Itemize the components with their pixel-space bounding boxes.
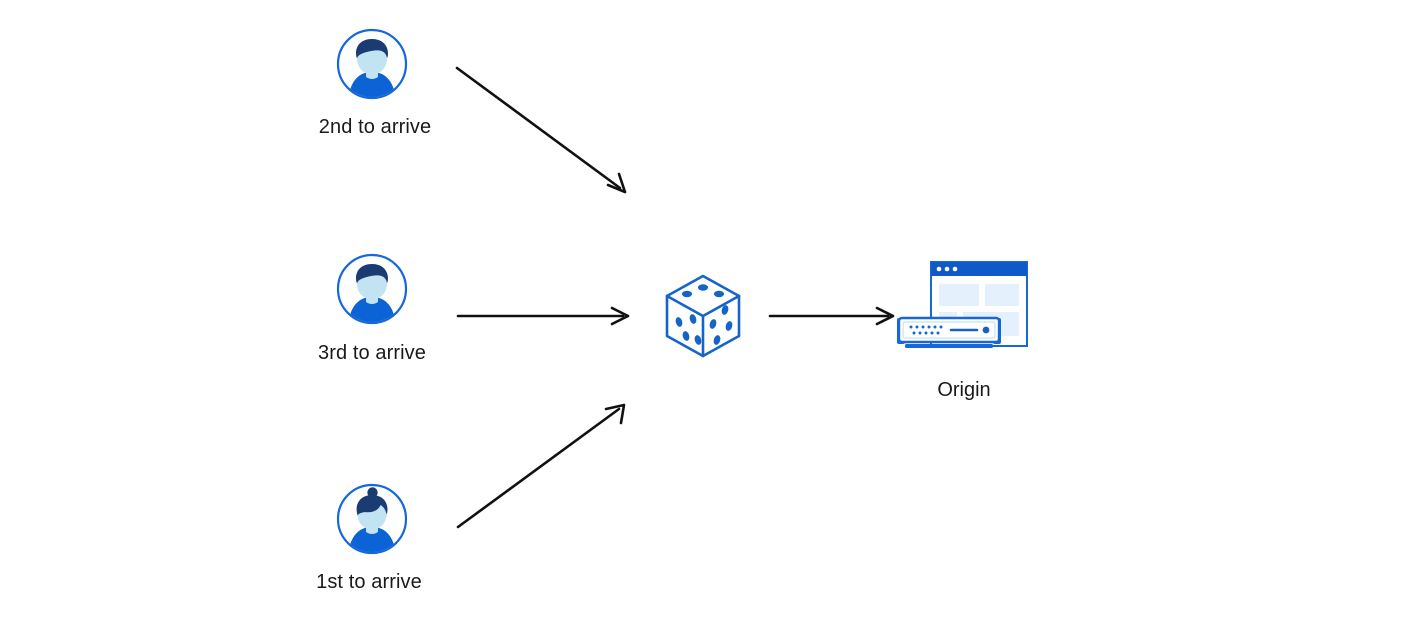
arrow-1st-to-dice (456, 403, 626, 529)
person-avatar-icon (336, 28, 408, 100)
person-avatar-icon (336, 253, 408, 325)
arrow-dice-to-origin (768, 306, 895, 326)
load-balancer-dice (661, 272, 745, 360)
origin-server-icon (897, 261, 1028, 348)
visitor-label-1st: 1st to arrive (316, 571, 422, 593)
visitor-label-3rd: 3rd to arrive (317, 342, 426, 364)
visitor-avatar-1st (336, 483, 408, 555)
visitor-avatar-2nd (336, 28, 408, 100)
visitor-avatar-3rd (336, 253, 408, 325)
browser-window-icon (930, 261, 1028, 347)
origin-node (893, 256, 1033, 366)
person-avatar-bun-icon (336, 483, 408, 555)
origin-label: Origin (937, 379, 991, 401)
arrow-3rd-to-dice (456, 306, 630, 326)
dice-icon (665, 274, 741, 358)
arrow-2nd-to-dice (455, 66, 627, 194)
visitor-label-2nd: 2nd to arrive (318, 116, 432, 138)
router-device-icon (897, 316, 1001, 348)
